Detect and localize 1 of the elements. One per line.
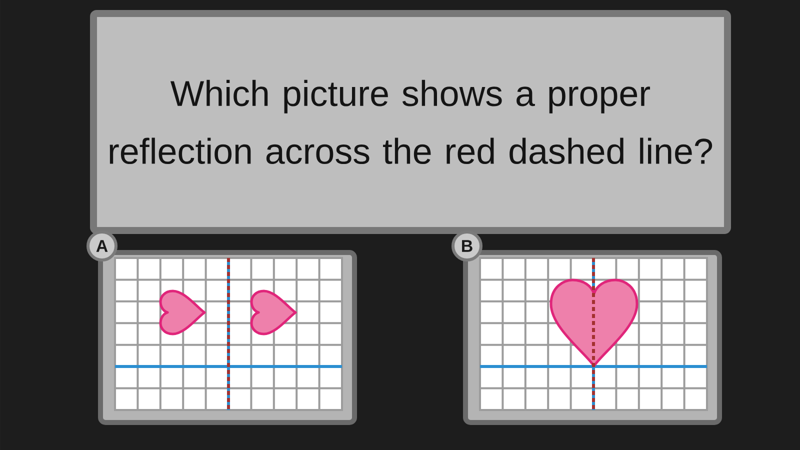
question-box: Which picture shows a proper reflection across the red dashed line? bbox=[90, 10, 731, 234]
